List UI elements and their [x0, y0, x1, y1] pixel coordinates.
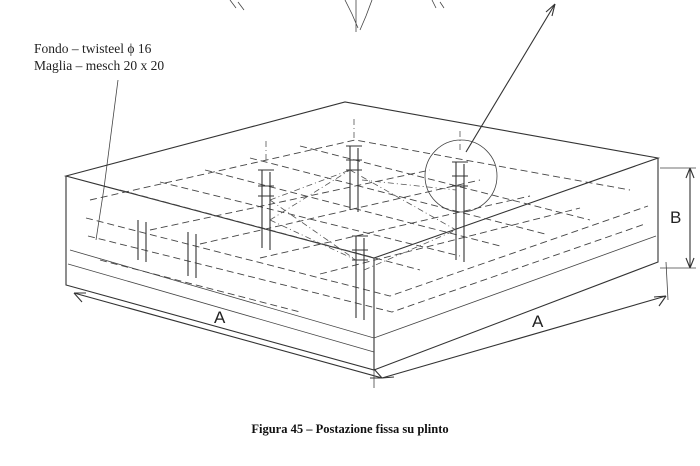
plinth-right-face	[373, 158, 659, 371]
dimension-a-right	[373, 261, 669, 388]
top-sketch-fragment	[229, 0, 445, 32]
mesh-label: Maglia – mesch 20 x 20	[34, 58, 165, 73]
rebar-label: Fondo – twisteel ϕ 16 Maglia – mesch 20 …	[34, 40, 164, 74]
bracing	[269, 169, 457, 271]
dimension-a-left-label: A	[214, 308, 226, 327]
label-leader-line	[95, 79, 119, 241]
dimension-b-label: B	[670, 208, 682, 227]
plinth-front-face	[65, 176, 375, 371]
dimension-a-left	[73, 292, 383, 379]
detail-circle	[424, 139, 498, 213]
anchor-bars	[137, 116, 468, 320]
dimension-b	[660, 167, 696, 269]
bottom-rebar-label: Fondo – twisteel ϕ 16	[34, 41, 152, 56]
dimension-a-right-label: A	[532, 312, 544, 331]
detail-arrow	[465, 3, 556, 153]
figure-caption: Figura 45 – Postazione fissa su plinto	[251, 422, 449, 436]
rebar-mesh	[85, 139, 649, 313]
